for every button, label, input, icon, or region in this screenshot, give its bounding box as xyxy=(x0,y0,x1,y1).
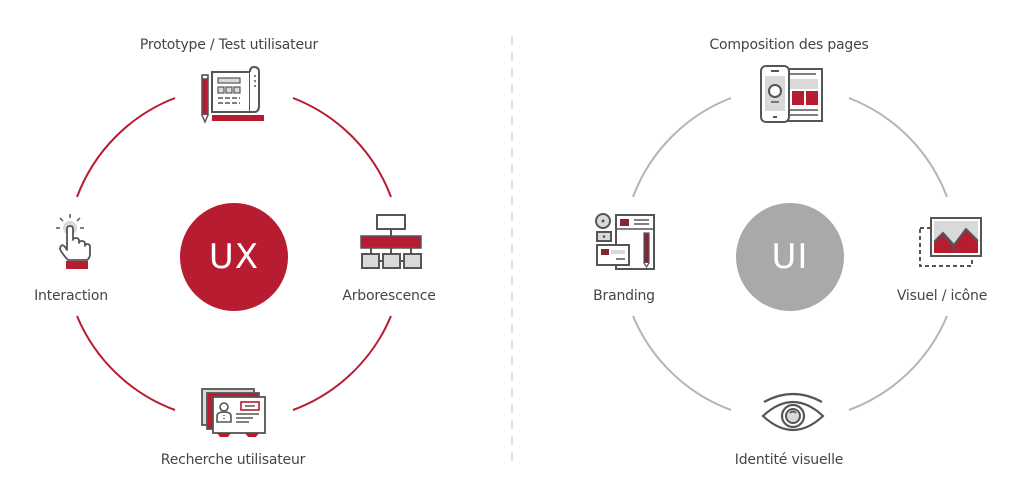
ux-node-right-label: Arborescence xyxy=(342,288,436,304)
ui-node-bottom-label: Identité visuelle xyxy=(734,452,844,468)
ui-node-left-label: Branding xyxy=(593,288,655,304)
image-icon xyxy=(919,217,982,267)
blueprint-icon xyxy=(201,65,264,124)
pointer-hand-icon xyxy=(56,214,91,269)
ux-arcs xyxy=(76,97,392,411)
eye-icon xyxy=(761,392,825,431)
brand-assets-icon xyxy=(595,213,655,270)
user-profile-card-icon xyxy=(201,388,266,437)
ux-node-bottom-label: Recherche utilisateur xyxy=(160,452,306,468)
ux-node-left-label: Interaction xyxy=(34,288,108,304)
ui-hub: UI xyxy=(736,203,844,311)
ui-hub-label: UI xyxy=(771,237,809,277)
ux-hub-label: UX xyxy=(208,237,260,277)
ui-node-top-label: Composition des pages xyxy=(709,37,869,53)
ui-node-right-label: Visuel / icône xyxy=(896,288,988,304)
responsive-layout-icon xyxy=(760,65,823,123)
sitemap-icon xyxy=(360,214,422,269)
ui-arcs xyxy=(632,97,948,411)
ux-hub: UX xyxy=(180,203,288,311)
ux-node-top-label: Prototype / Test utilisateur xyxy=(139,37,319,53)
